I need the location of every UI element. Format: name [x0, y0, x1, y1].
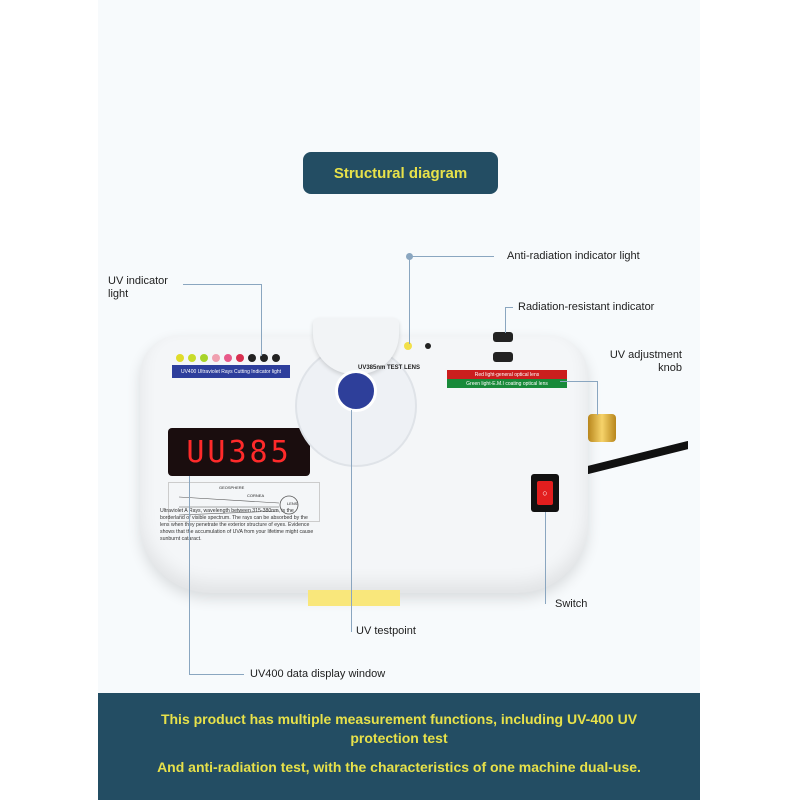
bottom-line-2: protection test	[350, 730, 448, 746]
lens-label: UV385nm TEST LENS	[358, 365, 421, 371]
led-strip: UV400 Ultraviolet Rays Cutting Indicator…	[172, 365, 290, 378]
callout-anti-radiation-light: Anti-radiation indicator light	[507, 250, 640, 262]
uv-led-1	[176, 354, 184, 362]
display-value: UU385	[186, 434, 292, 470]
anti-radiation-indicator-light	[404, 342, 412, 350]
uv-led-8	[260, 354, 268, 362]
leader-knob-vertical	[597, 381, 598, 415]
leader-switch-vertical	[545, 512, 546, 604]
callout-switch: Switch	[555, 598, 588, 610]
uva-description: Ultraviolet A Rays, wavelength between 3…	[160, 508, 314, 542]
uv-led-7	[248, 354, 256, 362]
leader-display-horizontal	[189, 674, 244, 675]
callout-knob-line1: UV adjustment	[609, 349, 682, 361]
diagram-label-geosphere: GEOSPHERE	[219, 485, 245, 490]
page-title: Structural diagram	[333, 164, 468, 182]
bottom-line-3: And anti-radiation test, with the charac…	[157, 759, 641, 775]
uv400-display: UU385	[168, 428, 310, 476]
uv-led-3	[200, 354, 208, 362]
uv-led-4	[212, 354, 220, 362]
indicator-dot	[425, 343, 431, 349]
diagram-label-lens: LENS	[287, 501, 298, 506]
eye-icon	[178, 495, 299, 516]
title-badge: Structural diagram	[303, 152, 498, 194]
leader-display-vertical	[189, 476, 190, 674]
leader-testpoint-vertical	[351, 410, 352, 632]
radiation-indicator-upper	[493, 332, 513, 342]
diagram-label-cornea: CORNEA	[247, 493, 265, 498]
callout-knob-line2: knob	[658, 362, 682, 374]
info-plate	[308, 590, 400, 606]
red-label-text: Red light-general optical lens	[474, 371, 540, 378]
leader-uv-light-horizontal	[183, 284, 261, 285]
callout-uv-indicator-line2: light	[108, 288, 129, 300]
leader-anti-radiation-vertical	[409, 256, 410, 344]
uv-led-6	[236, 354, 244, 362]
green-light-label: Green light-E.M.I coating optical lens	[447, 379, 567, 388]
eye-diagram: GEOSPHERE CORNEA LENS	[168, 482, 320, 522]
callout-uv-indicator-line1: UV indicator	[108, 275, 168, 287]
leader-radiation-resistant-vertical	[505, 307, 506, 333]
leader-uv-light-vertical	[261, 284, 262, 356]
bottom-line-1: This product has multiple measurement fu…	[160, 711, 638, 727]
bottom-banner	[98, 693, 700, 800]
green-label-text: Green light-E.M.I coating optical lens	[466, 380, 548, 387]
uv-led-5	[224, 354, 232, 362]
leader-anti-radiation-horizontal	[409, 256, 494, 257]
power-cable	[588, 441, 688, 474]
led-strip-caption: UV400 Ultraviolet Rays Cutting Indicator…	[180, 368, 282, 375]
uv-led-9	[272, 354, 280, 362]
leader-knob-horizontal	[560, 381, 598, 382]
uv-led-2	[188, 354, 196, 362]
leader-anti-radiation-dot	[406, 253, 413, 260]
uv-led-row	[176, 354, 280, 362]
red-light-label: Red light-general optical lens	[447, 370, 567, 379]
uv-testpoint-lens[interactable]	[335, 370, 377, 412]
leader-radiation-resistant-horizontal	[505, 307, 513, 308]
callout-uv400-display: UV400 data display window	[250, 668, 386, 680]
uv-adjustment-knob[interactable]	[588, 414, 616, 442]
radiation-indicator-lower	[493, 352, 513, 362]
callout-radiation-resistant-indicator: Radiation-resistant indicator	[518, 301, 655, 313]
lens-cover[interactable]	[313, 318, 399, 374]
power-switch[interactable]: ○	[537, 481, 553, 505]
callout-uv-testpoint: UV testpoint	[356, 625, 416, 637]
